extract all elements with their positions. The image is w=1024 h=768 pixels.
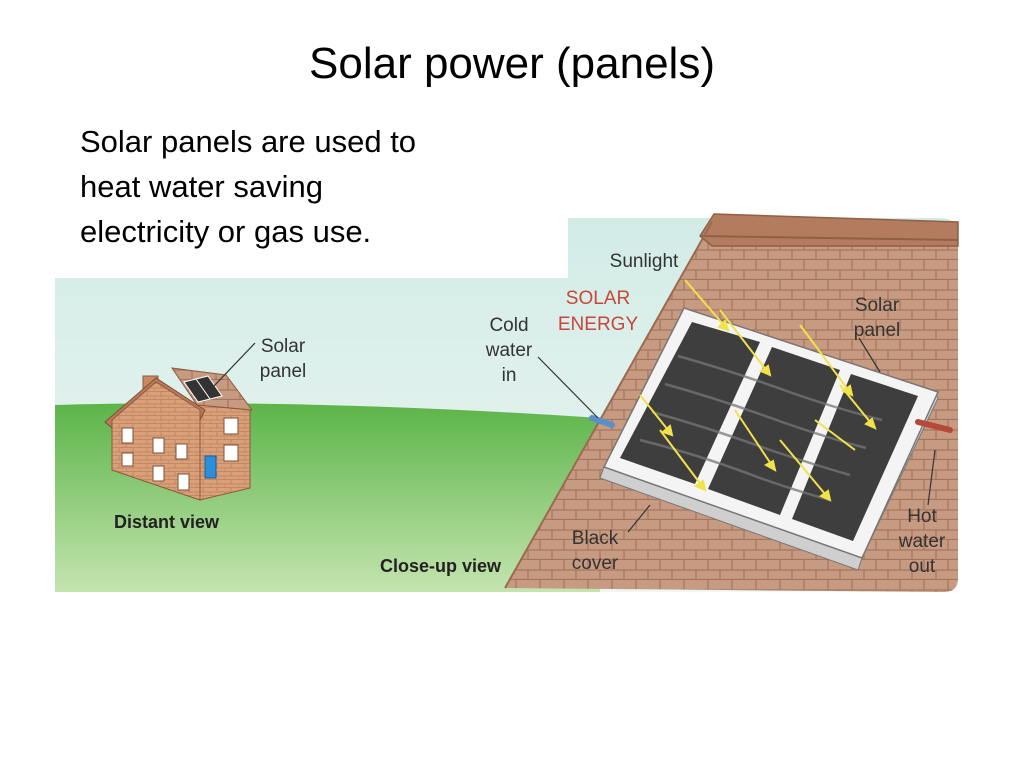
label-solar-panel-closeup-line1: Solar bbox=[855, 295, 900, 316]
sunlight-arrows bbox=[639, 279, 877, 502]
label-cold-water-in-line2: water bbox=[485, 340, 533, 361]
label-solar-panel-house-line2: panel bbox=[260, 361, 307, 382]
label-leader-lines bbox=[213, 337, 936, 533]
label-solar-energy-line1: SOLAR bbox=[566, 288, 630, 309]
body-line-3: electricity or gas use. bbox=[80, 213, 372, 249]
house-door bbox=[204, 455, 217, 479]
label-cold-water-in-line3: in bbox=[502, 365, 517, 386]
hot-water-pipe bbox=[915, 419, 953, 433]
label-solar-energy-line2: ENERGY bbox=[558, 314, 639, 335]
label-cold-water-in-line1: Cold bbox=[489, 315, 528, 336]
house-distant bbox=[104, 367, 254, 501]
panel-cell-2 bbox=[708, 347, 840, 515]
label-solar-panel-house-line1: Solar bbox=[261, 336, 306, 357]
label-hot-water-out-line3: out bbox=[909, 556, 936, 577]
label-closeup-view: Close-up view bbox=[380, 556, 502, 576]
solar-panel-closeup bbox=[599, 279, 940, 571]
label-sunlight: Sunlight bbox=[610, 251, 679, 272]
label-hot-water-out-line1: Hot bbox=[907, 506, 937, 527]
body-line-1: Solar panels are used to bbox=[80, 124, 417, 159]
label-black-cover-line2: cover bbox=[572, 553, 619, 574]
slide-body-text: Solar panels are used to heat water savi… bbox=[80, 120, 550, 255]
body-line-2: heat water saving bbox=[80, 168, 323, 204]
label-hot-water-out-line2: water bbox=[898, 531, 946, 552]
label-solar-panel-closeup-line2: panel bbox=[854, 320, 901, 341]
label-distant-view: Distant view bbox=[114, 512, 220, 532]
cold-water-pipe bbox=[589, 415, 615, 428]
slide-title: Solar power (panels) bbox=[309, 39, 715, 88]
label-black-cover-line1: Black bbox=[572, 528, 619, 549]
water-pipe-coil bbox=[639, 354, 883, 502]
